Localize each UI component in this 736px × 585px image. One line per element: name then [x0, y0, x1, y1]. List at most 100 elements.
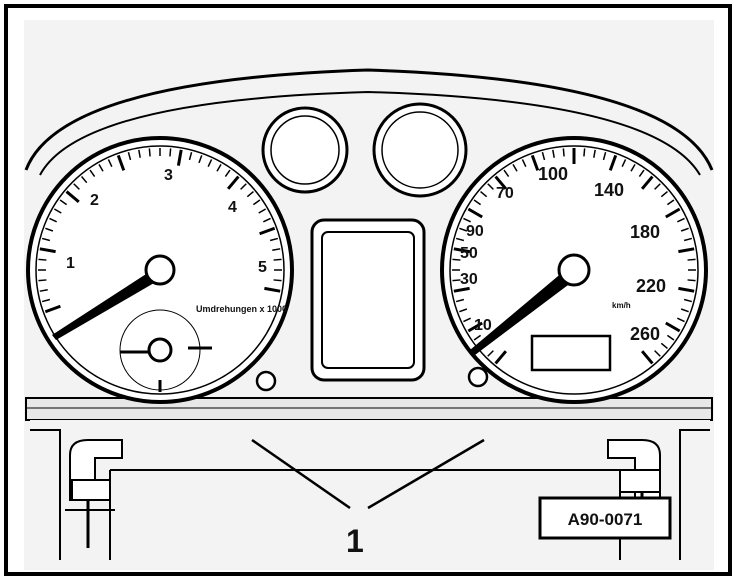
speedo-tick	[666, 334, 675, 341]
speedo-tick	[683, 237, 693, 242]
speedo-tick	[640, 175, 654, 190]
tach-tick	[39, 247, 56, 254]
callout-number: 1	[346, 523, 364, 559]
speedo-hub	[557, 253, 591, 287]
speedo-tick	[473, 334, 482, 341]
speedo-tick	[677, 317, 685, 323]
tach-tick	[38, 258, 47, 261]
speedo-tick	[665, 207, 681, 219]
speedo-tick	[654, 350, 661, 357]
tach-tick	[138, 149, 141, 158]
callout-leader-lines	[251, 438, 485, 510]
tach-tick	[41, 298, 51, 303]
speedo-unit-label: km/h	[612, 301, 631, 310]
tach-tick	[263, 217, 271, 223]
tach-tick	[81, 176, 88, 184]
figure-frame	[4, 4, 732, 576]
speedo-tick	[687, 279, 696, 282]
tach-tick	[73, 183, 80, 190]
center-display-screen	[321, 231, 415, 369]
speedo-needle	[470, 266, 580, 355]
speedo-tick	[680, 227, 689, 232]
speedo-tick	[452, 279, 461, 282]
speedo-tick	[638, 169, 645, 178]
speedo-tick	[593, 149, 596, 158]
speedo-tick	[463, 217, 471, 223]
speedo-tick	[660, 342, 668, 349]
speedo-tick	[608, 154, 618, 171]
tach-tick	[59, 199, 68, 206]
tach-unit-label: Umdrehungen x 1000	[196, 304, 287, 314]
small-gauge-left	[261, 106, 349, 194]
tach-tick	[258, 208, 267, 214]
lower-housing	[30, 420, 710, 570]
speedo-tick	[640, 350, 654, 365]
tach-tick	[65, 190, 80, 204]
tach-needle	[52, 265, 166, 340]
speedo-tick	[530, 154, 540, 171]
speedo-tick	[494, 175, 508, 190]
speedo-tick	[666, 199, 675, 206]
speedo-tick	[453, 286, 470, 293]
tach-tick	[198, 155, 203, 164]
tach-label-5: 5	[258, 259, 267, 276]
speedo-tick	[459, 227, 468, 232]
cluster-housing-inner	[39, 90, 701, 176]
kmh-label-180: 180	[630, 222, 660, 242]
tach-label-3: 3	[164, 167, 173, 184]
retaining-clip-left	[65, 439, 123, 548]
center-display	[310, 218, 426, 382]
tach-tick	[53, 208, 62, 214]
speedo-tick	[562, 148, 565, 157]
tach-tick	[273, 258, 282, 261]
tach-tick	[269, 237, 279, 242]
tach-tick	[39, 289, 48, 292]
small-gauge-right	[372, 102, 468, 198]
tach-tick	[169, 148, 172, 157]
tach-tick	[44, 304, 61, 314]
tach-tick	[264, 286, 281, 293]
speedo-tick	[455, 298, 465, 303]
tach-tick	[49, 217, 57, 223]
speedo-tick	[503, 169, 510, 178]
mph-label-100: 100	[538, 164, 568, 184]
figure-code-box	[538, 496, 672, 540]
tach-tick	[252, 199, 261, 206]
tach-tick	[98, 163, 104, 172]
tach-hub	[144, 254, 176, 286]
speedo-tick	[678, 247, 695, 254]
speedo-tick	[541, 151, 546, 161]
speedo-tick	[467, 207, 483, 219]
tach-tick	[38, 279, 47, 282]
speedo-tick	[677, 217, 685, 223]
tach-tick	[107, 159, 113, 167]
speedo-tick	[467, 321, 483, 333]
kmh-label-140: 140	[594, 180, 624, 200]
kmh-label-220: 220	[636, 276, 666, 296]
speedo-tick	[453, 247, 470, 254]
speedo-tick	[487, 183, 494, 190]
speedo-tick	[452, 258, 461, 261]
speedo-tick	[512, 163, 518, 172]
tach-tick	[240, 183, 247, 190]
speedo-tick	[654, 183, 661, 190]
tach-tick	[89, 169, 96, 178]
speedo-tick	[680, 308, 689, 313]
speedo-tick	[683, 298, 693, 303]
tach-tick	[188, 151, 193, 161]
tach-label-2: 2	[90, 192, 99, 209]
speedo-tick	[583, 148, 586, 157]
speedo-tick	[459, 308, 468, 313]
speedo-tick	[678, 286, 695, 293]
tach-tick	[272, 248, 281, 251]
mph-label-10: 10	[474, 317, 492, 334]
temp-gauge-hub	[147, 337, 173, 363]
mph-label-30: 30	[460, 271, 478, 288]
tach-tick	[45, 227, 54, 232]
speedo-tick	[687, 258, 696, 261]
mph-label-90: 90	[466, 223, 484, 240]
speedometer: 10 30 50 70 90 100 140 180 220 260 km/h	[440, 136, 708, 404]
speedo-tick	[602, 151, 607, 161]
tach-tick	[176, 149, 183, 166]
